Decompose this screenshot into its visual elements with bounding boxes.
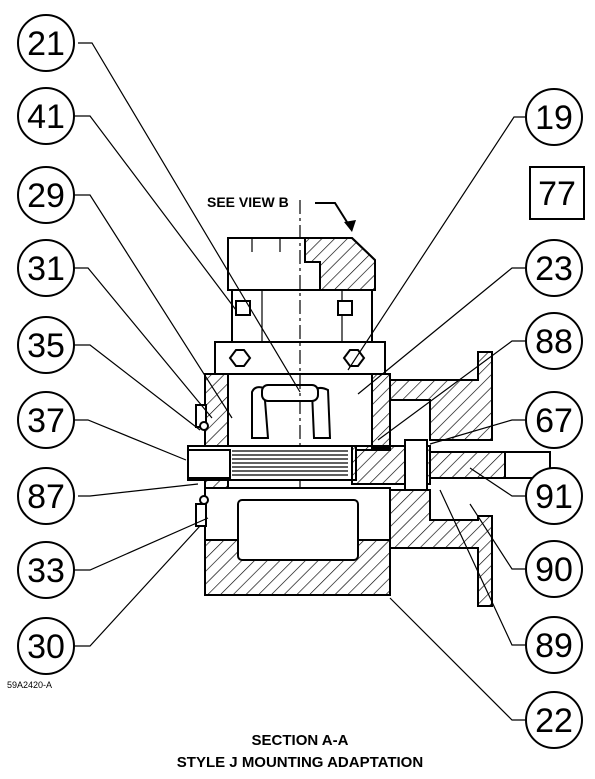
balloon-circle: [525, 467, 583, 525]
balloon-87: 87: [17, 467, 75, 525]
balloon-91: 91: [525, 467, 583, 525]
balloon-label: 23: [535, 250, 573, 288]
balloon-67: 67: [525, 391, 583, 449]
balloon-label: 89: [535, 627, 573, 665]
balloon-circle: [525, 88, 583, 146]
boxed-callout: 77: [529, 166, 585, 220]
drawing-number: 59A2420-A: [7, 680, 52, 690]
boxed-callout-label: 77: [538, 175, 576, 213]
balloon-37: 37: [17, 391, 75, 449]
balloon-circle: [17, 391, 75, 449]
balloon-circle: [17, 541, 75, 599]
right-balloons: 19 23 88 67 91 90 89 22: [525, 88, 583, 749]
balloon-21: 21: [17, 14, 75, 72]
balloon-label: 22: [535, 702, 573, 740]
balloon-35: 35: [17, 316, 75, 374]
caption-line-1: SECTION A-A: [252, 732, 349, 749]
balloon-30: 30: [17, 617, 75, 675]
balloon-circle: [17, 467, 75, 525]
balloon-circle: [525, 616, 583, 674]
balloon-circle: [525, 239, 583, 297]
balloon-label: 37: [27, 402, 65, 440]
see-view-label: SEE VIEW B: [207, 194, 289, 210]
balloon-label: 31: [27, 250, 65, 288]
caption-line-2: STYLE J MOUNTING ADAPTATION: [177, 754, 423, 771]
balloon-circle: [17, 617, 75, 675]
balloon-31: 31: [17, 239, 75, 297]
balloon-label: 35: [27, 327, 65, 365]
balloon-circle: [525, 312, 583, 370]
balloon-label: 90: [535, 551, 573, 589]
left-balloons: 21 41 29 31 35 37 87 33 30: [17, 14, 75, 675]
balloon-circle: [525, 540, 583, 598]
balloon-label: 41: [27, 98, 65, 136]
balloon-circle: [17, 87, 75, 145]
balloon-41: 41: [17, 87, 75, 145]
balloon-88: 88: [525, 312, 583, 370]
balloon-label: 21: [27, 25, 65, 63]
balloon-89: 89: [525, 616, 583, 674]
balloon-33: 33: [17, 541, 75, 599]
balloon-label: 67: [535, 402, 573, 440]
balloon-circle: [17, 166, 75, 224]
balloon-circle: [525, 391, 583, 449]
balloon-19: 19: [525, 88, 583, 146]
balloon-circle: [17, 14, 75, 72]
balloon-22: 22: [525, 691, 583, 749]
balloon-label: 87: [27, 478, 65, 516]
balloon-29: 29: [17, 166, 75, 224]
balloon-label: 29: [27, 177, 65, 215]
leader-lines: [74, 42, 528, 721]
balloon-23: 23: [525, 239, 583, 297]
balloon-label: 91: [535, 478, 573, 516]
balloon-circle: [17, 239, 75, 297]
balloon-90: 90: [525, 540, 583, 598]
balloon-label: 33: [27, 552, 65, 590]
balloon-circle: [17, 316, 75, 374]
balloon-circle: [525, 691, 583, 749]
assembly-section-view: SEE VIEW B: [187, 194, 551, 607]
balloon-label: 30: [27, 628, 65, 666]
balloon-label: 88: [535, 323, 573, 361]
balloon-label: 19: [535, 99, 573, 137]
